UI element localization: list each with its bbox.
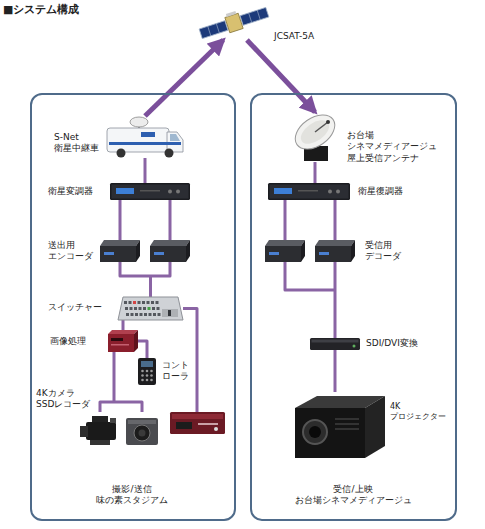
- device-node: 送出用 エンコーダ: [100, 240, 190, 262]
- signal-cable: [100, 352, 142, 412]
- device-label: 4Kカメラ SSDレコーダ: [36, 388, 98, 411]
- device-node: 4K プロジェクター: [295, 392, 385, 458]
- device-node: 受信用 デコーダ: [265, 240, 355, 262]
- switcher-icon: [118, 297, 183, 320]
- converter-icon: [310, 338, 360, 350]
- signal-cable: [122, 320, 125, 330]
- rack-unit-icon: [110, 183, 190, 200]
- signal-cable: [120, 262, 170, 297]
- device-label: S-Net 衛星中継車: [54, 132, 106, 155]
- image-processor-icon: [108, 330, 138, 352]
- satellite-icon: [198, 6, 270, 40]
- signal-cable: [144, 158, 147, 183]
- device-node: 衛星復調器: [268, 183, 350, 200]
- signal-cable: [138, 341, 147, 358]
- device-node: お台場 シネマメディアージュ 屋上受信アンテナ: [290, 112, 340, 162]
- rack-unit-icon: [268, 183, 350, 200]
- uplink-arrow: [145, 40, 223, 116]
- signal-cable: [314, 162, 317, 183]
- device-label: 4K プロジェクター: [390, 402, 452, 422]
- site-caption: 受信/上映 お台場シネマメディアージュ: [288, 484, 418, 507]
- device-node: 4Kカメラ SSDレコーダ: [80, 412, 225, 447]
- relay-truck-icon: [105, 116, 185, 158]
- uplink-arrow: [247, 40, 315, 112]
- signal-cable: [334, 350, 337, 392]
- camera-recorder-icons: [80, 412, 225, 447]
- signal-cable: [285, 262, 335, 338]
- device-label: スイッチャー: [48, 302, 102, 313]
- device-label: 受信用 デコーダ: [365, 240, 415, 263]
- dish-antenna-icon: [290, 112, 340, 162]
- device-label: SDI/DVI変換: [366, 338, 418, 349]
- projector-icon: [295, 392, 385, 458]
- codec-pair-icon: [265, 240, 355, 262]
- signal-cable: [120, 200, 170, 240]
- device-label: 衛星復調器: [358, 186, 403, 197]
- device-node: 画像処理: [108, 330, 138, 352]
- diagram-title: ■システム構成: [3, 3, 79, 17]
- device-node: コントローラ: [138, 358, 156, 385]
- device-label: 送出用 エンコーダ: [48, 240, 100, 263]
- device-node: JCSAT-5A: [198, 6, 270, 40]
- site-caption: 撮影/送信 味の素スタジアム: [88, 484, 176, 507]
- signal-cable: [285, 200, 335, 240]
- device-node: 衛星変調器: [110, 183, 190, 200]
- device-node: スイッチャー: [118, 297, 183, 320]
- device-label: JCSAT-5A: [274, 31, 314, 42]
- site-panel: 撮影/送信 味の素スタジアム S-Net 衛星中継車衛星変調器送出用 エンコーダス…: [30, 93, 236, 521]
- device-label: お台場 シネマメディアージュ 屋上受信アンテナ: [347, 130, 447, 164]
- controller-icon: [138, 358, 156, 385]
- site-panel: 受信/上映 お台場シネマメディアージュ お台場 シネマメディアージュ 屋上受信アン…: [250, 93, 457, 521]
- device-node: SDI/DVI変換: [310, 338, 360, 350]
- codec-pair-icon: [100, 240, 190, 262]
- device-label: コントローラ: [162, 360, 191, 383]
- device-node: S-Net 衛星中継車: [105, 116, 185, 158]
- device-label: 衛星変調器: [48, 186, 93, 197]
- device-label: 画像処理: [50, 336, 86, 347]
